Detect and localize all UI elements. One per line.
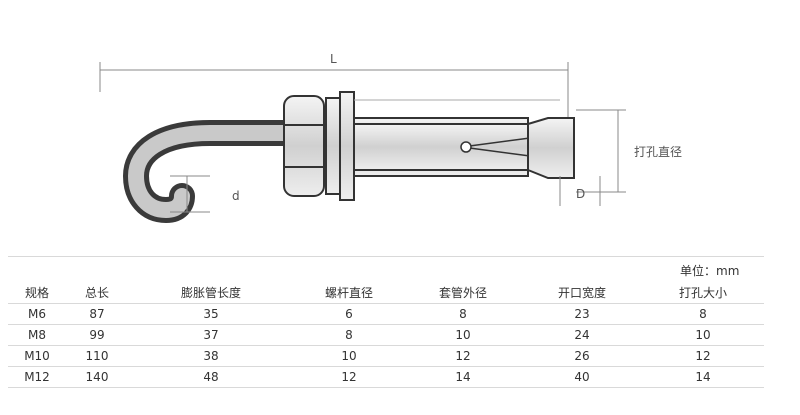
col-header: 套管外径: [404, 281, 522, 304]
table-cell: 12: [642, 345, 764, 367]
diameter-dimension: [559, 109, 626, 206]
table-cell: 12: [294, 366, 404, 388]
table-cell: 8: [404, 303, 522, 325]
table-cell: M6: [8, 303, 66, 325]
col-header: 打孔大小: [642, 281, 764, 304]
table-cell: 38: [128, 345, 294, 367]
col-header: 螺杆直径: [294, 281, 404, 304]
table-cell: 26: [522, 345, 642, 367]
table-cell: 8: [642, 303, 764, 325]
unit-label: 单位：mm: [680, 264, 740, 278]
col-header: 规格: [8, 281, 66, 304]
length-dimension: [99, 62, 569, 118]
spec-table: 规格 总长 膨胀管长度 螺杆直径 套管外径 开口宽度 打孔大小 M6 87 35…: [8, 281, 764, 388]
table-cell: 23: [522, 303, 642, 325]
diameter-label: D: [576, 187, 585, 201]
table-cell: 10: [294, 345, 404, 367]
table-cell: 99: [66, 324, 128, 346]
table-header-row: 规格 总长 膨胀管长度 螺杆直径 套管外径 开口宽度 打孔大小: [8, 281, 764, 304]
table-cell: M8: [8, 324, 66, 346]
thread-label: d: [232, 189, 240, 203]
table-cell: 14: [404, 366, 522, 388]
table-cell: 24: [522, 324, 642, 346]
hole-label: 打孔直径: [634, 145, 682, 159]
table-row: M10 110 38 10 12 26 12: [8, 345, 764, 367]
table-cell: 140: [66, 366, 128, 388]
expansion-sleeve: [353, 123, 531, 171]
hex-nut: [283, 95, 325, 197]
table-cell: M10: [8, 345, 66, 367]
table-cell: 48: [128, 366, 294, 388]
table-top-border: [8, 256, 764, 257]
table-cell: 12: [404, 345, 522, 367]
thread-dimension: [170, 175, 210, 213]
table-cell: M12: [8, 366, 66, 388]
cone-nut: [527, 117, 575, 179]
table-cell: 110: [66, 345, 128, 367]
col-header: 膨胀管长度: [128, 281, 294, 304]
table-cell: 87: [66, 303, 128, 325]
washer: [325, 91, 355, 201]
table-cell: 10: [404, 324, 522, 346]
table-cell: 10: [642, 324, 764, 346]
table-cell: 40: [522, 366, 642, 388]
table-cell: 37: [128, 324, 294, 346]
table-row: M6 87 35 6 8 23 8: [8, 303, 764, 325]
col-header: 总长: [66, 281, 128, 304]
table-row: M12 140 48 12 14 40 14: [8, 366, 764, 388]
col-header: 开口宽度: [522, 281, 642, 304]
table-row: M8 99 37 8 10 24 10: [8, 324, 764, 346]
length-label: L: [330, 52, 337, 66]
hook-bolt-diagram: L d D 打孔直径: [99, 52, 682, 224]
table-cell: 8: [294, 324, 404, 346]
table-cell: 35: [128, 303, 294, 325]
table-cell: 6: [294, 303, 404, 325]
table-cell: 14: [642, 366, 764, 388]
